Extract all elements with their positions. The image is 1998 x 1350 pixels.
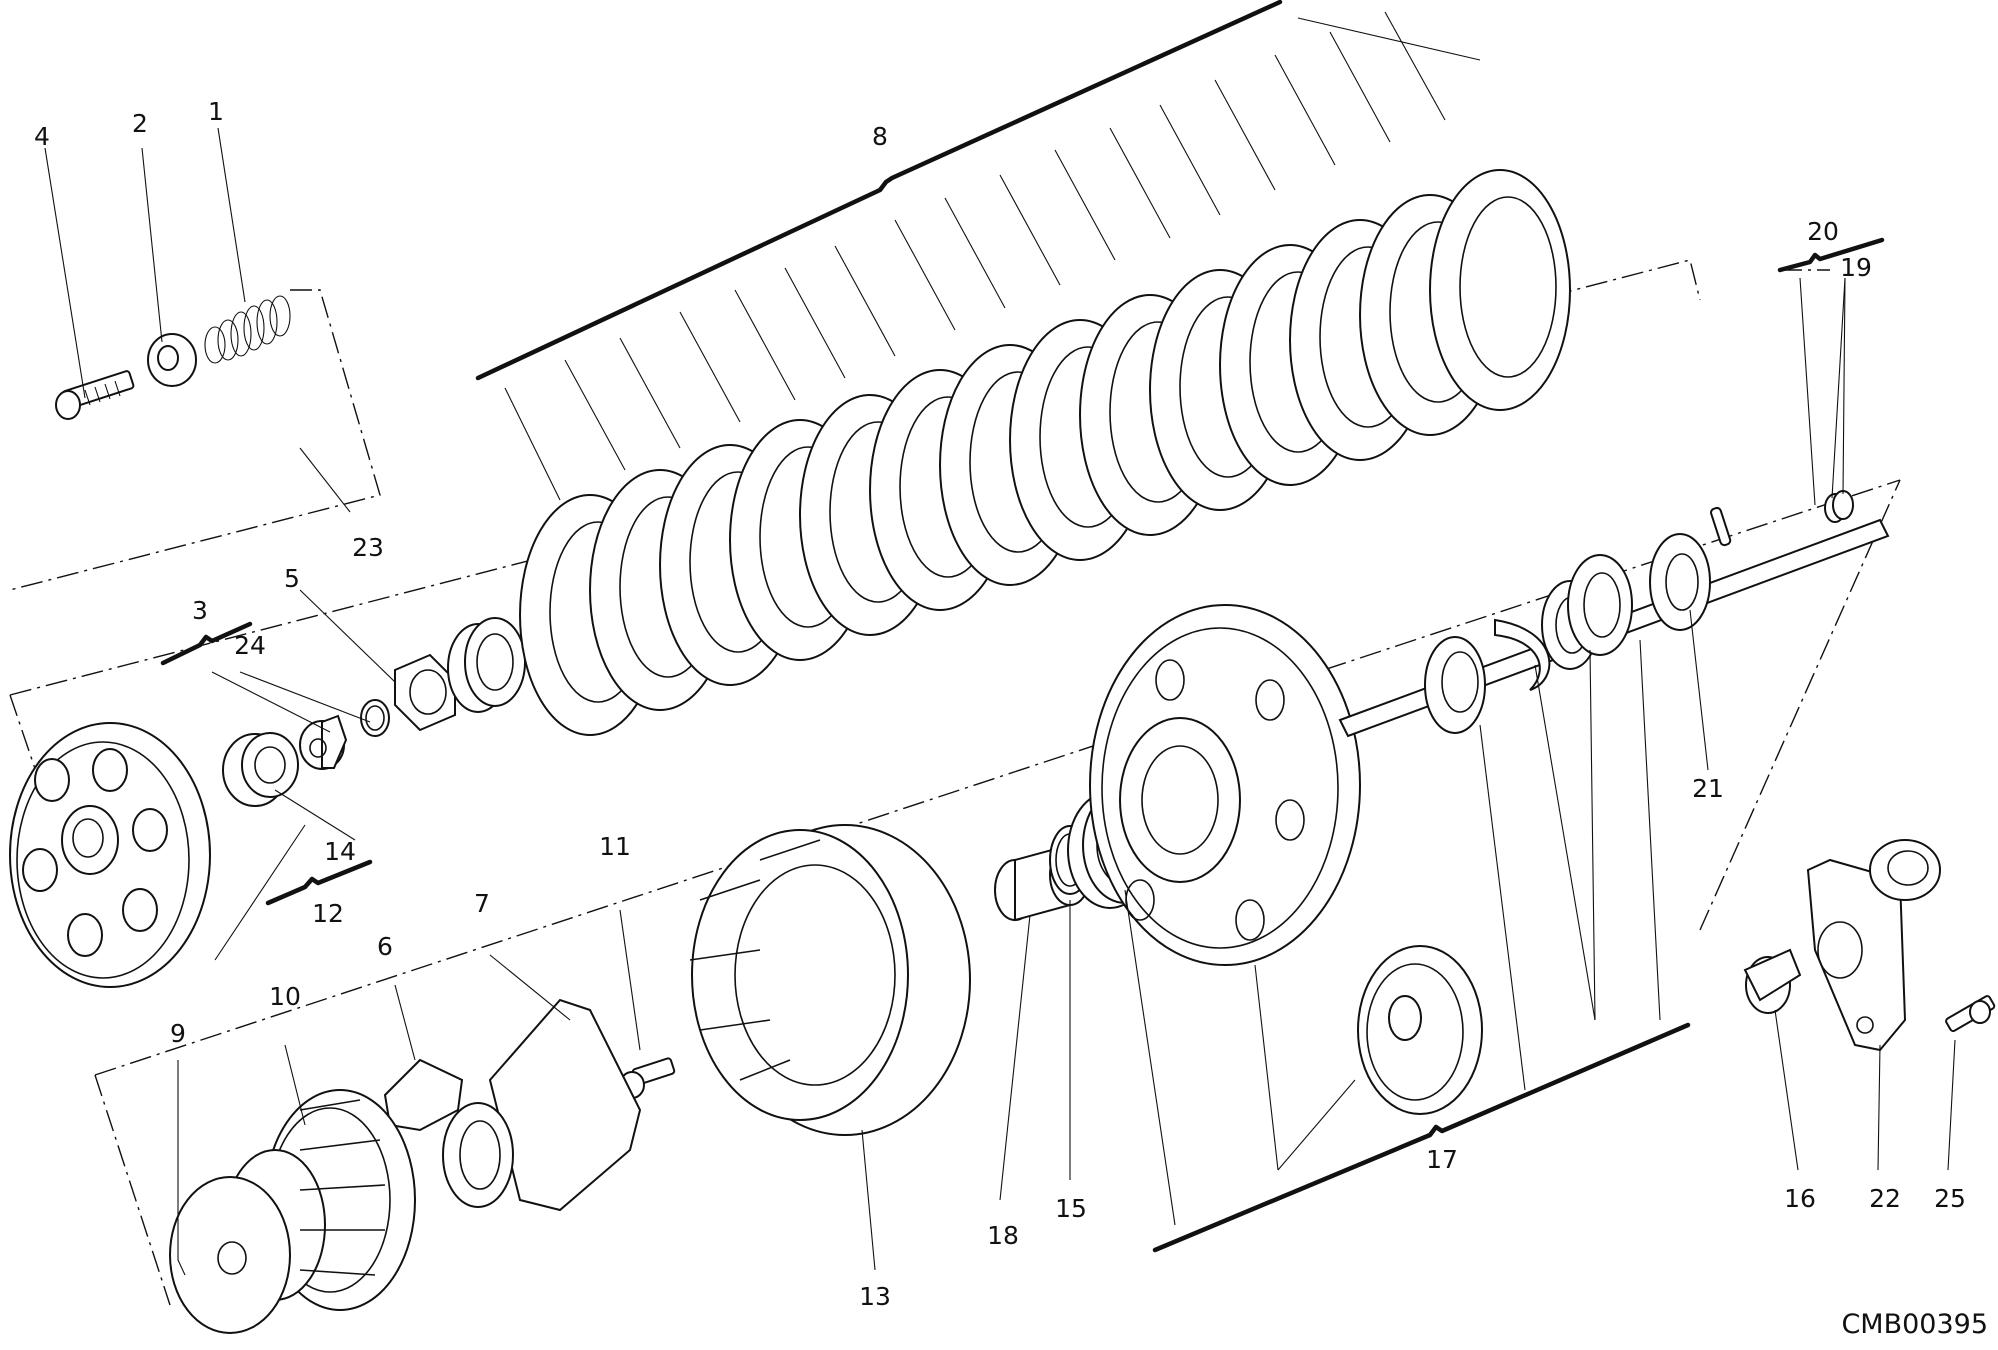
part-3-pushrod-end [299, 714, 348, 770]
drawing-code: CMB00395 [1841, 1309, 1988, 1340]
plate-leader-lines [504, 11, 1481, 501]
part-8-clutch-plates [519, 169, 1571, 736]
part-2-washer [147, 333, 197, 387]
callout-10: 10 [269, 982, 301, 1011]
part-17-pinion [1357, 945, 1483, 1115]
callout-11: 11 [599, 832, 631, 861]
part-1-spring [204, 295, 291, 364]
part-23-spacer [447, 617, 526, 713]
part-17-primary-gear [1089, 604, 1361, 966]
callout-15: 15 [1055, 1194, 1087, 1223]
part-12-pressure-plate [9, 722, 211, 988]
callout-16: 16 [1784, 1184, 1816, 1213]
part-7-hub [442, 998, 642, 1212]
callout-4: 4 [34, 122, 50, 151]
callout-23: 23 [352, 533, 384, 562]
callout-9: 9 [170, 1019, 186, 1048]
callout-7: 7 [474, 889, 490, 918]
callout-2: 2 [132, 109, 148, 138]
part-19-circlips [1824, 490, 1854, 523]
callout-24: 24 [234, 631, 266, 660]
part-14-bearing [222, 732, 299, 807]
callout-12: 12 [312, 899, 344, 928]
part-9-end-plate [169, 1176, 291, 1334]
callout-17: 17 [1426, 1145, 1458, 1174]
callout-22: 22 [1869, 1184, 1901, 1213]
part-6-rubber-block [383, 1058, 464, 1132]
part-4-screw [55, 370, 135, 420]
part-16-piston [1743, 948, 1802, 1014]
callout-5: 5 [284, 564, 300, 593]
part-21-shaft-assembly [1338, 506, 1890, 738]
part-22-slave-cylinder [1806, 839, 1941, 1052]
part-24-o-ring [360, 699, 390, 737]
callout-8: 8 [872, 122, 888, 151]
callout-25: 25 [1934, 1184, 1966, 1213]
callout-1: 1 [208, 97, 224, 126]
callout-20: 20 [1807, 217, 1839, 246]
callout-labels: 4 2 1 8 23 5 3 24 14 12 11 7 6 10 9 13 1… [34, 97, 1966, 1311]
leader-lines [44, 127, 1956, 1276]
group-brackets [160, 0, 1885, 1253]
part-13-clutch-basket [689, 824, 971, 1136]
callout-19: 19 [1840, 253, 1872, 282]
part-25-screw [1945, 995, 1996, 1033]
callout-13: 13 [859, 1282, 891, 1311]
callout-18: 18 [987, 1221, 1019, 1250]
callout-6: 6 [377, 932, 393, 961]
part-5-nut [394, 653, 456, 732]
callout-14: 14 [324, 837, 356, 866]
callout-3: 3 [192, 596, 208, 625]
callout-21: 21 [1692, 774, 1724, 803]
